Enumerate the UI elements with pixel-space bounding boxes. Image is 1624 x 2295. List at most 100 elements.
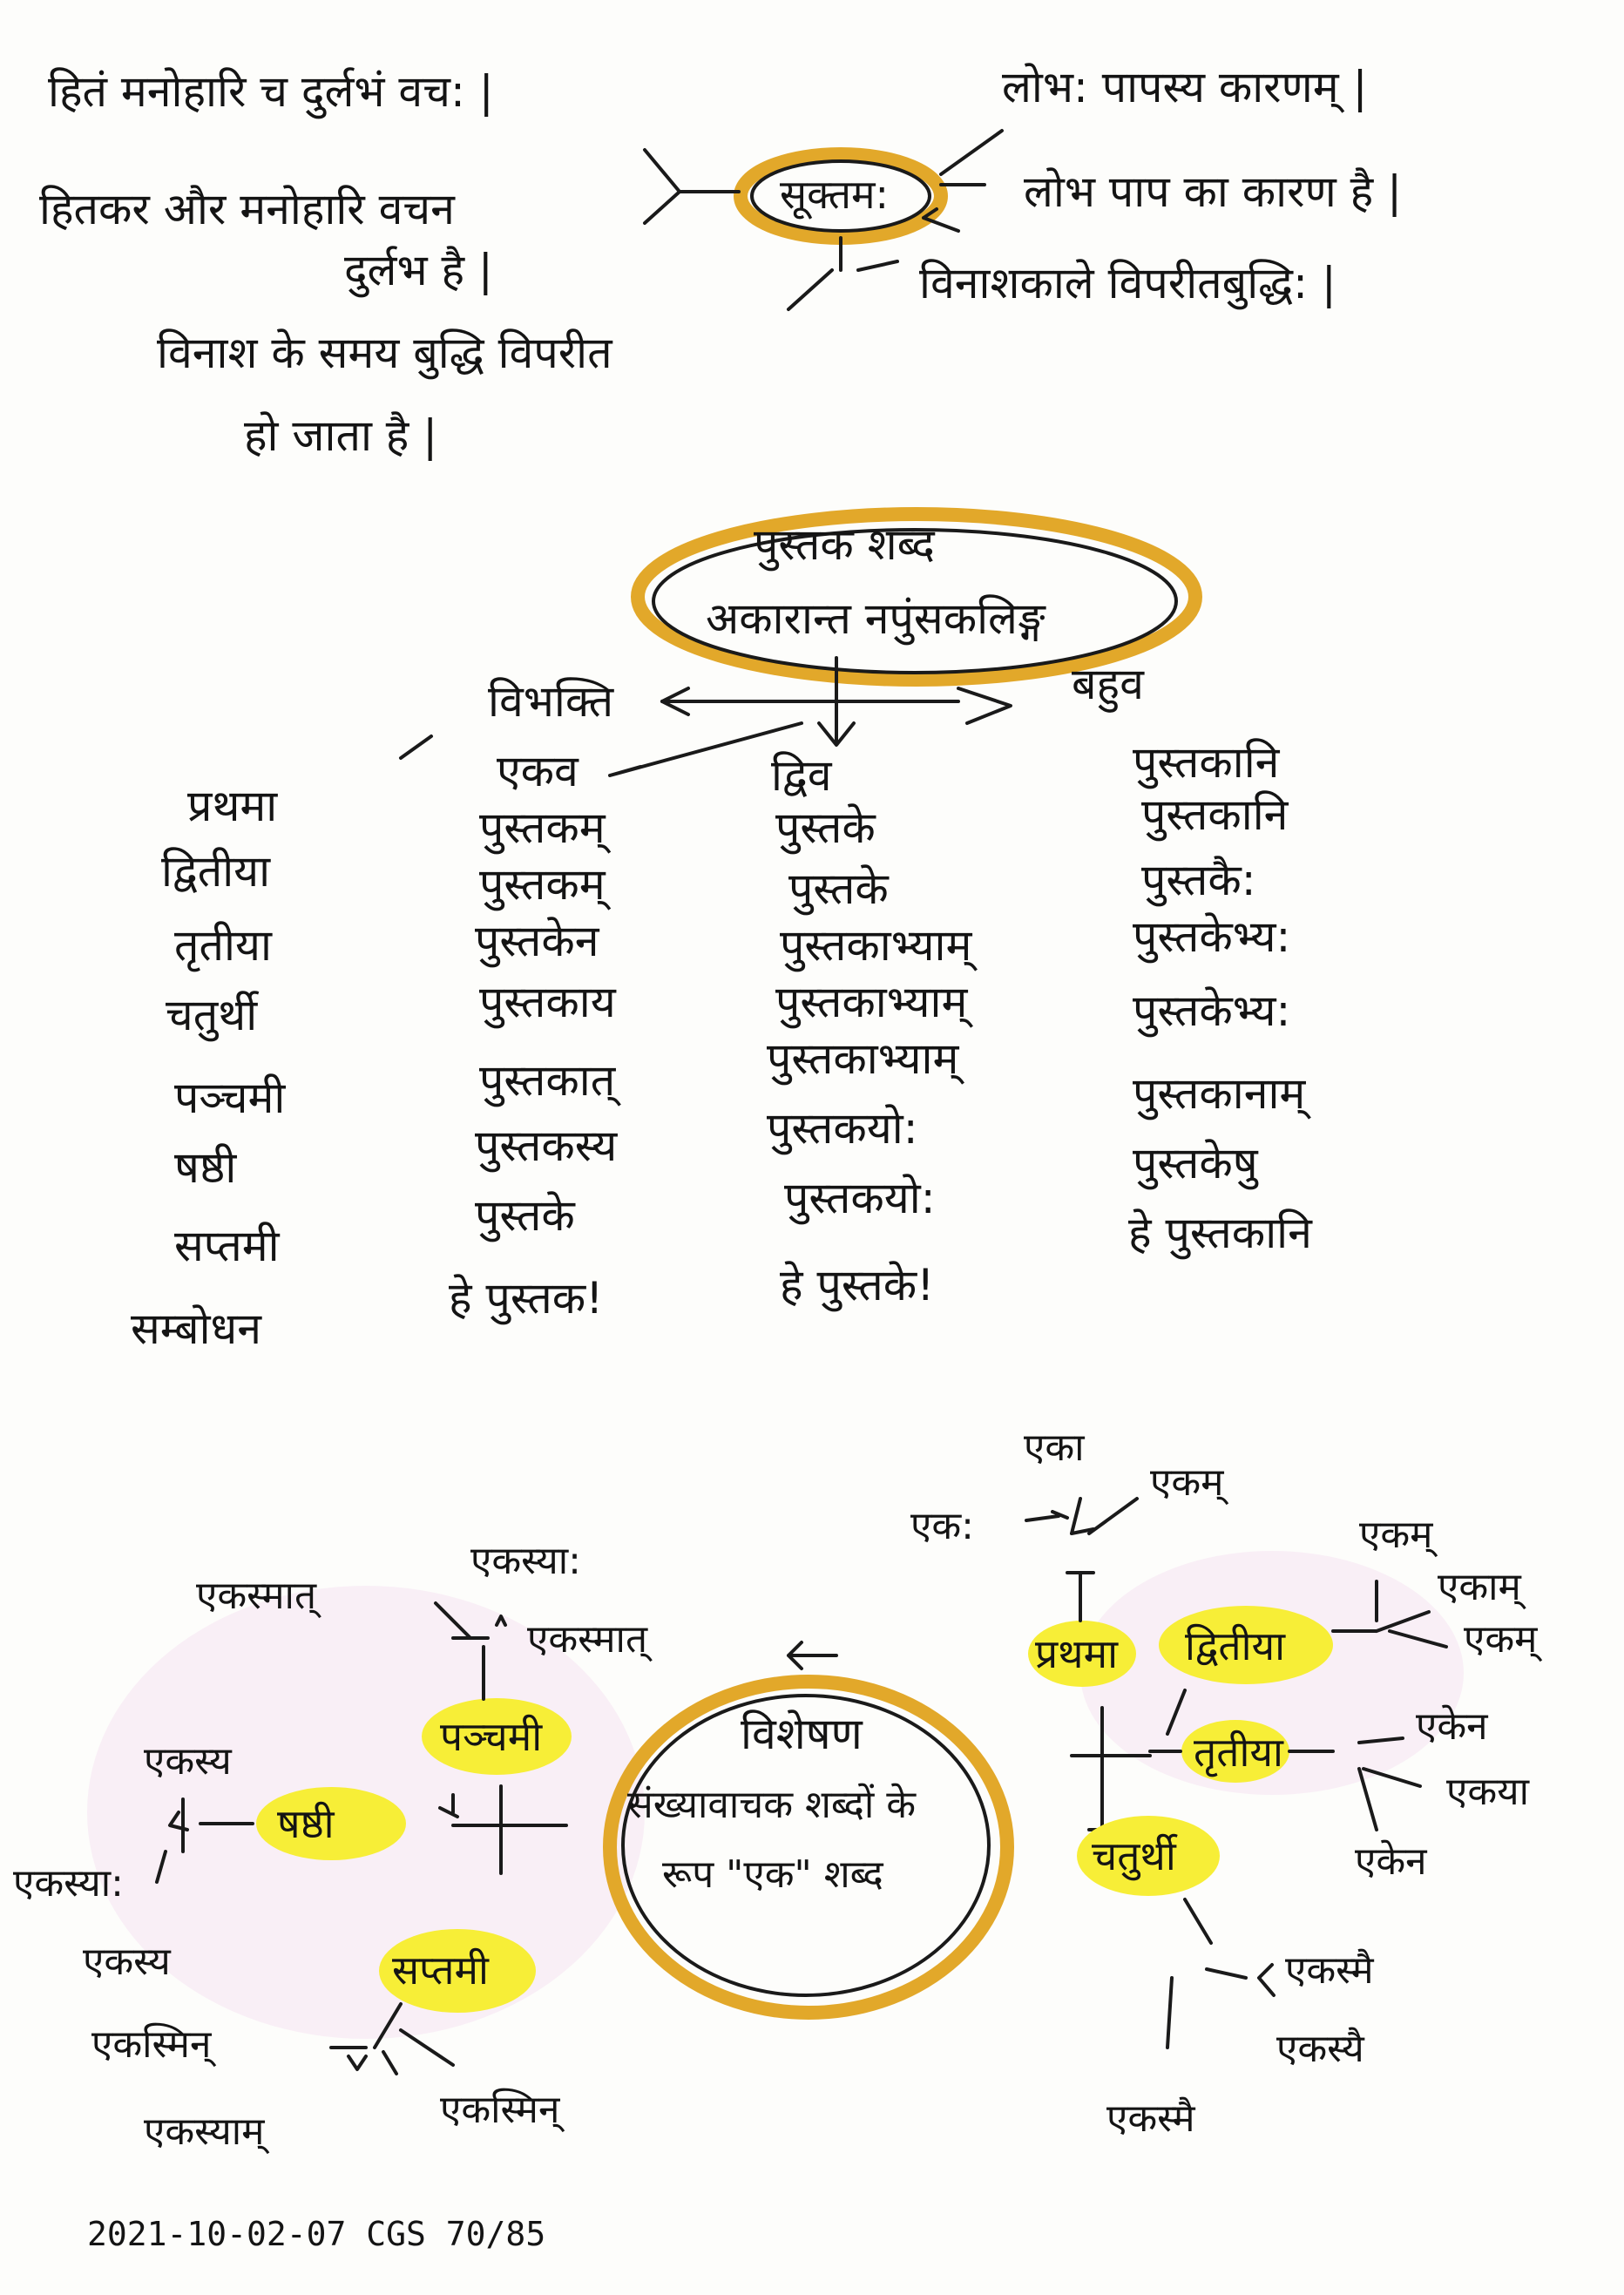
tritiya-forms-lines <box>1288 1736 1422 1831</box>
prathama-form-1: एक: <box>910 1504 974 1548</box>
panchami-arrow <box>495 1615 507 1627</box>
hl-prathama <box>1028 1621 1136 1687</box>
hl-tritiya <box>1181 1720 1289 1783</box>
saptami-forms-lines <box>329 2002 455 2075</box>
vibhakti-label: विभक्ति <box>488 676 614 727</box>
form-bahu: पुस्तकेभ्य: <box>1133 911 1291 962</box>
prathama-forms-lines <box>1070 1497 1139 1535</box>
case-label: तृतीया <box>174 920 272 971</box>
hl-saptami <box>379 1929 536 2013</box>
shashthi-form-1: एकस्य <box>144 1739 232 1784</box>
left-hub-cross <box>451 1784 568 1875</box>
prathama-arrow <box>1025 1510 1069 1522</box>
panchami-form-1: एकस्मात् <box>196 1574 317 1618</box>
prathama-form-3: एकम् <box>1150 1460 1224 1505</box>
saptami-form-2: एकस्याम् <box>144 2109 265 2154</box>
table-title-1: पुस्तक शब्द <box>754 519 935 570</box>
case-label: सप्तमी <box>174 1221 280 1271</box>
chaturthi-arrow <box>1257 1963 1276 1997</box>
dvitiya-form-2: एकाम् <box>1438 1565 1521 1609</box>
case-label: प्रथमा <box>187 781 278 831</box>
top-right-hindi: लोभ पाप का कारण है | <box>1024 166 1402 217</box>
case-label: चतुर्थी <box>166 990 258 1040</box>
table-title-2: अकारान्त नपुंसकलिङ्ग <box>706 593 1045 644</box>
col-header-bahu: बहुव <box>1072 659 1144 709</box>
top-left-hindi-2: दुर्लभ है | <box>344 245 493 295</box>
form-bahu: पुस्तकानि <box>1141 789 1289 840</box>
form-bahu: पुस्तकेभ्य: <box>1133 985 1291 1036</box>
top-branch-right-up <box>939 129 1004 176</box>
form-eka: पुस्तकम् <box>479 802 606 853</box>
top-right-sanskrit: लोभ: पापस्य कारणम् | <box>1002 62 1368 112</box>
top-branch-left-fork <box>643 148 681 225</box>
case-label: द्वितीया <box>161 846 271 897</box>
form-eka: हे पुस्तक! <box>449 1273 604 1324</box>
hl-shashthi <box>256 1787 406 1860</box>
left-hub-arrow <box>438 1793 459 1818</box>
form-dvi: हे पुस्तके! <box>780 1260 935 1310</box>
label-saptami: सप्तमी <box>392 1946 489 1994</box>
saptami-form-3: एकस्मिन् <box>440 2088 560 2132</box>
label-chaturthi: चतुर्थी <box>1092 1832 1176 1879</box>
form-dvi: पुस्तके <box>788 863 889 914</box>
table-arrow-eka <box>608 721 803 777</box>
top-bottom-hindi-1: विनाश के समय बुद्धि विपरीत <box>157 328 612 378</box>
form-bahu: पुस्तकानि <box>1133 737 1280 788</box>
table-title-oval <box>631 507 1202 687</box>
form-bahu: हे पुस्तकानि <box>1128 1208 1312 1258</box>
shashthi-forms-lines <box>155 1797 254 1884</box>
form-dvi: पुस्तकाभ्याम् <box>780 920 972 971</box>
saptami-arrow <box>347 2055 368 2071</box>
chaturthi-form-2: एकस्यै <box>1276 2027 1364 2071</box>
top-left-sanskrit: हितं मनोहारि च दुर्लभं वच: | <box>48 66 494 117</box>
label-prathama: प्रथमा <box>1035 1630 1118 1677</box>
form-eka: पुस्तकात् <box>479 1055 616 1106</box>
col-header-eka: एकव <box>497 746 579 796</box>
chaturthi-form-3: एकस्मै <box>1106 2096 1195 2141</box>
form-dvi: पुस्तकाभ्याम् <box>767 1033 959 1084</box>
case-label: सम्बोधन <box>131 1303 262 1354</box>
shashthi-arrow <box>168 1811 189 1831</box>
label-shashthi: षष्ठी <box>277 1800 335 1847</box>
saptami-form-1: एकस्मिन् <box>91 2022 212 2067</box>
top-branch-down-left <box>787 268 834 311</box>
form-dvi: पुस्तके <box>775 802 876 853</box>
top-bottom-sanskrit: विनाशकाले विपरीतबुद्धि: | <box>919 258 1336 308</box>
top-branch-right-arrow <box>922 207 960 233</box>
top-bottom-hindi-2: हो जाता है | <box>244 410 438 461</box>
form-eka: पुस्तकेन <box>475 916 599 966</box>
table-tick <box>399 735 433 760</box>
form-eka: पुस्तकाय <box>479 977 616 1027</box>
bottom-center-3: रूप "एक" शब्द <box>662 1852 883 1897</box>
form-bahu: पुस्तकानाम् <box>1133 1068 1306 1119</box>
form-bahu: पुस्तकै: <box>1141 855 1256 905</box>
bottom-center-oval <box>603 1675 1014 2020</box>
panchami-form-2: एकस्या: <box>470 1539 581 1583</box>
case-label: पञ्चमी <box>174 1073 286 1123</box>
chaturthi-forms-lines <box>1166 1898 1248 2049</box>
hl-panchami <box>422 1698 572 1775</box>
chaturthi-form-1: एकस्मै <box>1285 1948 1374 1993</box>
hl-dvitiya <box>1159 1606 1333 1684</box>
tritiya-form-1: एकेन <box>1416 1704 1488 1749</box>
bottom-center-2: संख्यावाचक शब्दों के <box>627 1783 917 1827</box>
bottom-center-oval-ink <box>621 1694 991 1997</box>
table-title-oval-ink <box>652 528 1178 674</box>
table-arrow-right <box>957 687 1012 725</box>
dvitiya-form-1: एकम् <box>1359 1513 1433 1557</box>
col-header-dvi: द्विव <box>771 750 832 801</box>
top-center-oval-ink <box>750 159 931 233</box>
top-branch-down-right <box>856 260 899 272</box>
panchami-form-3: एकस्मात् <box>527 1617 648 1662</box>
prathama-branch <box>1066 1571 1095 1622</box>
top-center-label: सूक्तम: <box>780 171 889 218</box>
case-label: षष्ठी <box>174 1142 237 1193</box>
form-eka: पुस्तकम् <box>479 859 606 910</box>
bottom-arrow-left <box>787 1641 838 1670</box>
dvitiya-forms-lines <box>1331 1580 1448 1648</box>
form-dvi: पुस्तकाभ्याम् <box>775 977 968 1027</box>
form-eka: पुस्तके <box>475 1190 575 1241</box>
panchami-forms-lines <box>434 1601 490 1701</box>
footer-code: 2021-10-02-07 CGS 70/85 <box>87 2215 546 2253</box>
